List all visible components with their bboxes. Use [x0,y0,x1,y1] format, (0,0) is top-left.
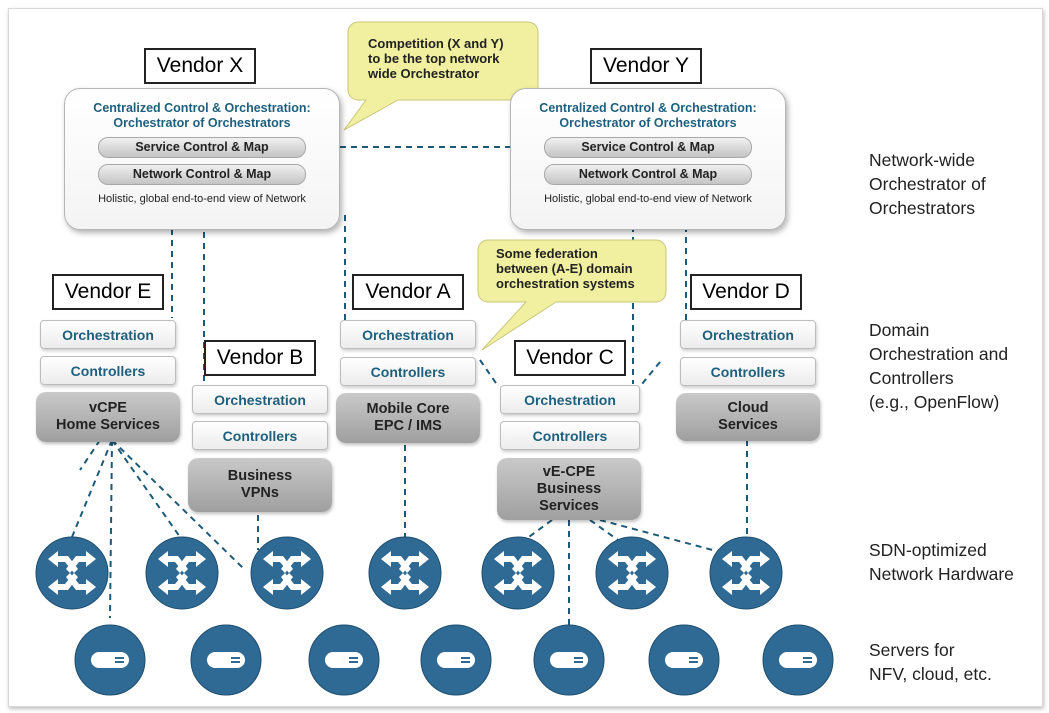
callout-line: Some federation [496,246,598,261]
federation-callout-bubble [477,239,667,351]
server-icon [647,623,721,702]
vendor-a-service: Mobile Core EPC / IMS [336,393,480,443]
side-label-line: (e.g., OpenFlow) [869,392,1000,412]
switch-arrows-icon [144,535,220,616]
vendor-d-service: Cloud Services [676,393,820,441]
service-line: Services [718,417,778,433]
vendor-e-label: Vendor E [52,274,164,310]
service-line: Cloud [727,400,769,416]
vendor-a-orchestration: Orchestration [340,320,476,349]
vendor-b-orchestration: Orchestration [192,385,328,414]
server-icon [419,623,493,702]
competition-callout: Competition (X and Y) to be the top netw… [368,36,504,81]
service-line: Mobile Core [366,401,450,417]
callout-line: orchestration systems [496,276,635,291]
switch-arrows-icon [708,535,784,616]
orchestrator-title: Centralized Control & Orchestration: Orc… [65,101,339,131]
service-control-pill: Service Control & Map [98,137,306,158]
service-line: vE-CPE [542,463,596,480]
federation-callout: Some federation between (A-E) domain orc… [496,246,635,291]
server-icon [761,623,835,702]
vendor-a-controllers: Controllers [340,357,476,386]
switch-arrows-icon [480,535,556,616]
switch-arrows-icon [367,535,443,616]
side-label-line: Orchestrator of [869,174,986,194]
vendor-y-orchestrator: Centralized Control & Orchestration: Orc… [510,88,786,230]
vendor-c-orchestration: Orchestration [500,385,640,414]
vendor-b-service: Business VPNs [188,458,332,512]
side-label-sdn: SDN-optimized Network Hardware [869,538,1014,586]
side-label-line: NFV, cloud, etc. [869,664,992,684]
side-label-line: SDN-optimized [869,540,987,560]
service-line: EPC / IMS [374,418,442,434]
network-control-pill: Network Control & Map [544,164,752,185]
vendor-c-label: Vendor C [514,340,626,376]
vendor-d-orchestration: Orchestration [680,320,816,349]
vendor-c-service: vE-CPE Business Services [497,458,641,520]
orchestrator-title-line: Centralized Control & Orchestration: [539,101,757,115]
server-icon [532,623,606,702]
side-label-network-wide: Network-wide Orchestrator of Orchestrato… [869,148,986,220]
network-control-pill: Network Control & Map [98,164,306,185]
vendor-b-label: Vendor B [204,340,316,376]
service-line: Business [227,468,293,484]
side-label-servers: Servers for NFV, cloud, etc. [869,638,992,686]
service-line: Home Services [56,417,160,433]
side-label-domain: Domain Orchestration and Controllers (e.… [869,318,1008,414]
vendor-e-controllers: Controllers [40,356,176,385]
vendor-a-label: Vendor A [352,274,464,310]
vendor-x-label: Vendor X [144,48,256,84]
vendor-d-controllers: Controllers [680,357,816,386]
orchestrator-title-line: Orchestrator of Orchestrators [113,116,291,130]
callout-line: Competition (X and Y) [368,36,504,51]
server-icon [73,623,147,702]
callout-line: between (A-E) domain [496,261,633,276]
service-line: VPNs [241,485,279,501]
side-label-line: Network Hardware [869,564,1014,584]
callout-line: wide Orchestrator [368,66,480,81]
server-icon [189,623,263,702]
side-label-line: Orchestrators [869,198,975,218]
vendor-b-controllers: Controllers [192,421,328,450]
orchestrator-title-line: Centralized Control & Orchestration: [93,101,311,115]
service-control-pill: Service Control & Map [544,137,752,158]
vendor-e-service: vCPE Home Services [36,392,180,442]
competition-callout-bubble [343,21,539,131]
vendor-c-controllers: Controllers [500,421,640,450]
side-label-line: Controllers [869,368,954,388]
holistic-view-text: Holistic, global end-to-end view of Netw… [544,193,752,205]
switch-arrows-icon [34,535,110,616]
server-icon [307,623,381,702]
service-line: Services [539,497,599,514]
switch-arrows-icon [594,535,670,616]
side-label-line: Orchestration and [869,344,1009,364]
vendor-e-orchestration: Orchestration [40,320,176,349]
switch-arrows-icon [249,535,325,616]
holistic-view-text: Holistic, global end-to-end view of Netw… [98,193,306,205]
vendor-y-label: Vendor Y [590,48,702,84]
side-label-line: Domain [869,320,930,340]
service-line: vCPE [89,400,127,416]
side-label-line: Servers for [869,640,955,660]
callout-line: to be the top network [368,51,500,66]
service-line: Business [536,480,602,497]
orchestrator-title: Centralized Control & Orchestration: Orc… [511,101,785,131]
vendor-x-orchestrator: Centralized Control & Orchestration: Orc… [64,88,340,230]
vendor-d-label: Vendor D [690,274,802,310]
orchestrator-title-line: Orchestrator of Orchestrators [559,116,737,130]
side-label-line: Network-wide [869,150,975,170]
